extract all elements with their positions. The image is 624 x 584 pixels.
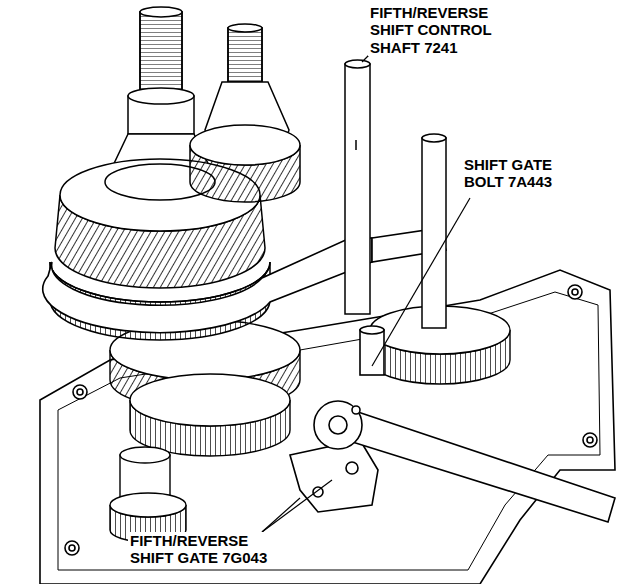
part-label: FIFTH/REVERSE SHIFT CONTROL SHAFT 7241: [368, 4, 512, 56]
countershaft-gears-part: [120, 447, 170, 463]
second-shaft-gear-part: [190, 125, 300, 165]
second-shaft-gear: [190, 24, 300, 202]
countershaft-gears-part: [130, 374, 290, 426]
shift-gate-part: [346, 462, 358, 474]
ratchet-wrench: [314, 401, 615, 522]
case-housing-part: [65, 541, 79, 555]
shift-fork: [43, 228, 446, 333]
leader-lines: [262, 48, 470, 532]
leader-lines-part: [372, 198, 470, 366]
part-label: SHIFT GATE BOLT 7A443: [462, 156, 578, 191]
shift-control-shaft-part: [345, 60, 370, 68]
shift-control-shaft-part: [345, 64, 370, 314]
second-shaft-gear-part: [228, 24, 262, 32]
leader-lines-part: [262, 498, 300, 532]
case-housing-part: [583, 433, 597, 447]
case-housing-part: [69, 545, 75, 551]
shift-fork-part: [43, 238, 372, 333]
second-shaft-gear-part: [228, 28, 262, 82]
ratchet-wrench-part: [314, 401, 362, 449]
case-housing-part: [587, 437, 593, 443]
mainshaft-assembly-part: [128, 88, 194, 104]
shift-control-shaft-part: [422, 134, 446, 142]
shift-control-shaft-part: [355, 140, 357, 150]
countershaft-gears-part: [110, 493, 186, 517]
shift-control-shaft: [345, 60, 446, 328]
case-housing-part: [568, 285, 582, 299]
case-housing-part: [77, 389, 83, 395]
second-shaft-gear-part: [228, 28, 262, 82]
ratchet-wrench-part: [329, 416, 347, 434]
ratchet-wrench-part: [352, 406, 360, 414]
case-housing-part: [572, 289, 578, 295]
shift-control-shaft-part: [422, 138, 446, 328]
case-housing-part: [73, 385, 87, 399]
mainshaft-assembly-part: [140, 12, 182, 96]
shift-gate-part: [360, 326, 384, 334]
ratchet-wrench-part: [346, 410, 615, 522]
mainshaft-assembly-part: [140, 7, 182, 17]
countershaft-gears: [110, 306, 510, 542]
leader-lines-part: [262, 480, 332, 532]
part-label: FIFTH/REVERSE SHIFT GATE 7G043: [128, 532, 290, 567]
mainshaft-assembly-part: [140, 12, 182, 96]
